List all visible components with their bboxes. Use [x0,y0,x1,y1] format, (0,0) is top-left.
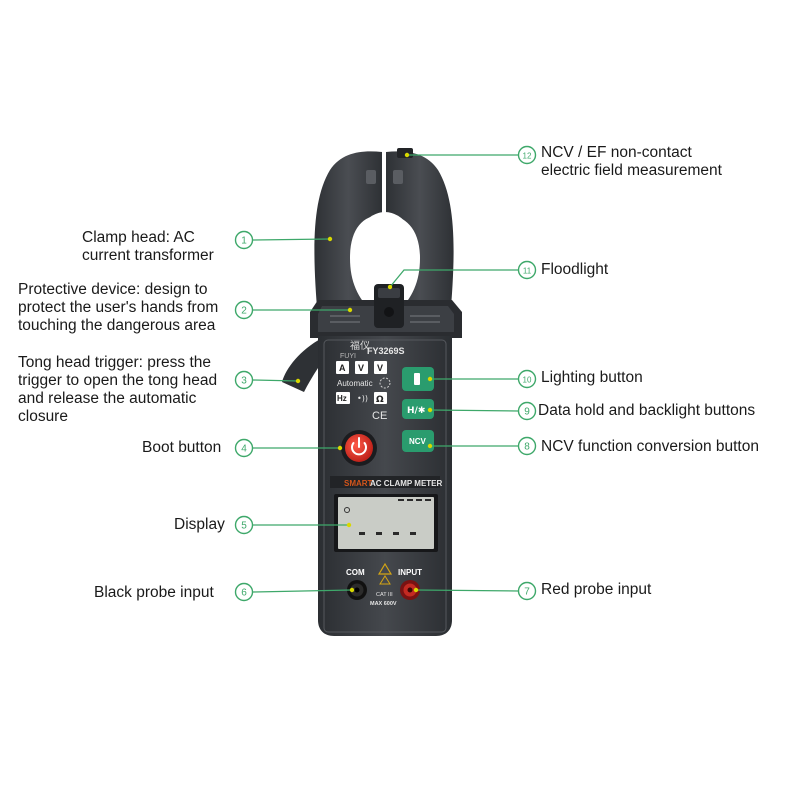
key-hz: Hz [337,394,347,403]
callout-badge-12 [517,145,537,165]
power-icon [351,437,367,456]
callout-label-3: Tong head trigger: press the trigger to … [18,354,218,425]
continuity-icon: •)) [357,394,368,403]
leader-line-11 [389,269,518,288]
callout-number-10: 10 [523,376,532,385]
target-dot-1 [327,236,333,242]
callout-number-9: 9 [524,407,530,418]
callout-badge-2 [234,300,254,320]
model-name: FY3269S [367,346,405,356]
target-dot-5 [346,522,352,528]
callout-number-5: 5 [241,521,247,532]
callout-label-12: NCV / EF non-contact electric field meas… [541,144,722,179]
leader-line-1 [252,238,331,241]
leader-line-3 [252,379,299,382]
banner-strip [330,476,440,488]
callout-label-5: Display [174,516,225,533]
cat-rating: CAT III [376,592,393,598]
hold-backlight-button[interactable]: H/✱ [402,399,434,419]
ce-mark: CE [372,410,387,422]
target-dot-7 [413,587,419,593]
warning-icon [377,562,393,575]
banner-smart: SMART [344,479,373,488]
callout-number-8: 8 [524,442,530,453]
key-ohm: Ω [376,395,384,405]
ncv-button[interactable]: NCV [402,430,434,452]
callout-badge-4 [234,438,254,458]
callout-number-1: 1 [241,236,247,247]
callout-label-11: Floodlight [541,261,609,278]
black-probe-jack[interactable] [347,580,367,600]
callout-badge-6 [234,582,254,602]
brand-name: FUYI [340,353,356,360]
target-dot-4 [337,445,343,451]
function-legend: A V V Automatic Hz •)) Ω CE [336,361,391,422]
target-dot-2 [347,307,353,313]
lcd-display [334,494,438,552]
brand-cn: 福仪 [350,339,370,352]
callout-number-12: 12 [523,152,532,161]
callout-label-7: Red probe input [541,581,652,598]
red-probe-jack[interactable] [400,580,420,600]
target-dot-12 [404,152,410,158]
callout-number-2: 2 [241,306,247,317]
callout-badge-11 [517,260,537,280]
banner-text: AC CLAMP METER [370,479,443,488]
target-dot-8 [427,443,433,449]
ncv-button-label: NCV [409,437,427,446]
jack-panel: COM INPUT CAT III MAX 600V [346,562,422,607]
key-v: V [358,363,364,373]
callout-label-1: Clamp head: AC current transformer [82,229,214,264]
target-dot-10 [427,376,433,382]
hold-button-label: H/✱ [407,406,425,416]
warning-icon-2 [379,575,391,585]
callout-label-9: Data hold and backlight buttons [538,402,756,419]
callout-label-6: Black probe input [94,584,214,601]
callout-badge-1 [234,230,254,250]
jack-com-label: COM [346,568,365,577]
callout-badge-8 [517,436,537,456]
leader-line-6 [252,589,353,593]
lighting-button[interactable] [402,367,434,391]
callout-label-2: Protective device: design to protect the… [18,281,219,334]
target-dot-11 [387,284,393,290]
mode-automatic: Automatic [337,379,373,388]
boot-button[interactable] [341,430,377,466]
callout-badge-10 [517,369,537,389]
target-dot-6 [349,587,355,593]
key-a: A [339,363,346,373]
jack-input-label: INPUT [398,568,422,577]
leader-line-9 [429,409,519,412]
target-dot-3 [295,378,301,384]
callout-number-6: 6 [241,588,247,599]
callout-badge-3 [234,370,254,390]
callout-badge-9 [517,401,537,421]
callout-label-8: NCV function conversion button [541,438,759,455]
key-v2: V [377,363,383,373]
callout-label-4: Boot button [142,439,222,456]
callout-number-4: 4 [241,444,247,455]
tong-trigger [282,338,322,392]
callout-label-10: Lighting button [541,369,643,386]
leader-lines [252,152,519,593]
max-rating: MAX 600V [370,601,397,607]
callout-badge-7 [517,581,537,601]
callout-number-11: 11 [523,267,532,276]
callout-number-7: 7 [524,587,530,598]
callout-number-3: 3 [241,376,247,387]
callout-badge-5 [234,515,254,535]
target-dot-9 [427,407,433,413]
leader-line-7 [415,589,519,592]
